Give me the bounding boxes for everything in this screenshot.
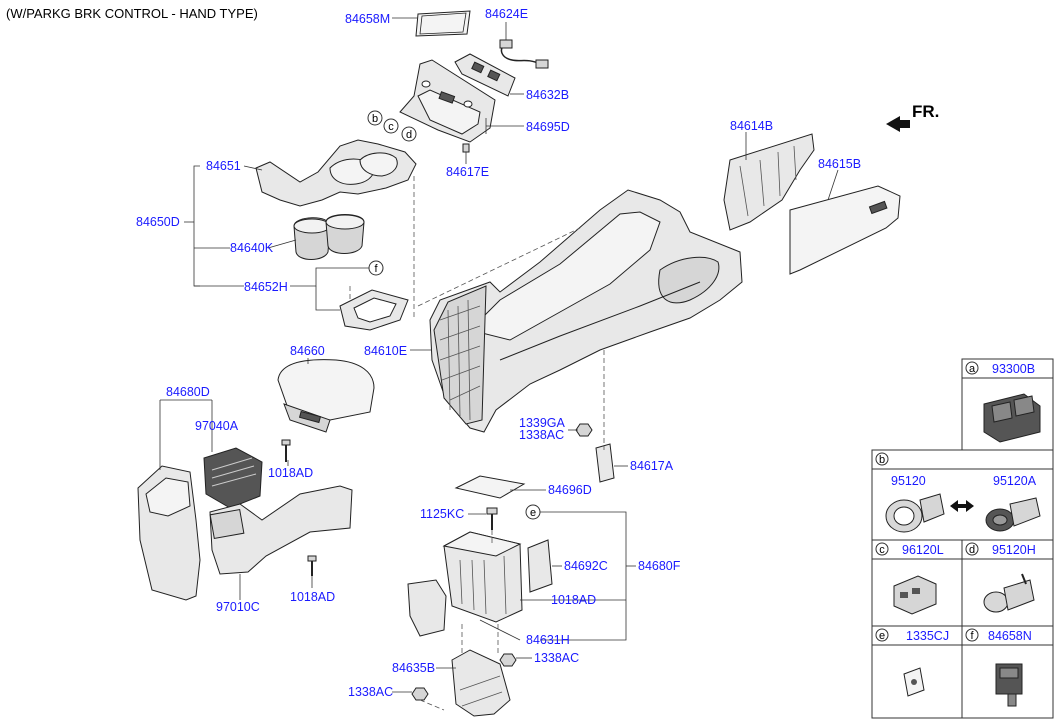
label-84650d: 84650D <box>136 215 180 229</box>
part-84640k-cupholder <box>293 214 365 260</box>
part-84660-armrest <box>277 359 375 433</box>
label-1018ad-a: 1018AD <box>268 466 313 480</box>
socket-icon <box>983 573 1035 613</box>
label-84680d: 84680D <box>166 385 210 399</box>
legend-a-letter: a <box>969 363 976 375</box>
part-84624e-usb-cable <box>499 39 549 69</box>
label-1125kc: 1125KC <box>420 507 464 521</box>
part-84695d-tray <box>399 59 496 143</box>
part-84680d-rear-cover <box>137 465 201 601</box>
legend-panel: a 93300B b 95120 95120A <box>871 358 1054 719</box>
fr-label: FR. <box>912 102 939 121</box>
part-1018ad-screw-a <box>281 439 291 462</box>
part-1125kc-bolt <box>486 507 498 530</box>
label-1338ac-b: 1338AC <box>534 651 579 665</box>
legend-c-letter: c <box>879 544 885 556</box>
part-1338ac-nut-c <box>411 687 429 701</box>
label-84617a: 84617A <box>630 459 674 473</box>
cigar-lighter-icon <box>985 497 1041 532</box>
callout-d: d <box>401 126 417 142</box>
svg-text:c: c <box>388 121 394 133</box>
part-84692c-bracket <box>527 539 553 593</box>
callout-f: f <box>368 260 384 276</box>
clip-nut-icon <box>903 667 925 697</box>
label-84631h: 84631H <box>526 633 570 647</box>
part-84631h-side-plate <box>407 579 447 637</box>
label-84692c: 84692C <box>564 559 608 573</box>
label-84615b: 84615B <box>818 157 861 171</box>
label-84635b: 84635B <box>392 661 435 675</box>
callout-b: b <box>367 110 383 126</box>
aux-jack-icon <box>893 575 937 615</box>
double-arrow-icon <box>950 500 974 512</box>
front-arrow-icon <box>886 116 910 132</box>
label-1338ac-a: 1338AC <box>519 428 564 442</box>
svg-text:b: b <box>372 113 378 125</box>
part-97010c-duct <box>209 485 353 575</box>
part-labels: 84658M 84624E 84632B 84695D 84617E 84651… <box>136 7 861 699</box>
part-1338ac-nut-a <box>575 423 593 437</box>
part-84631h-storage-box <box>442 531 523 623</box>
part-84652h-bezel <box>339 289 409 331</box>
part-84610e-console-body <box>429 189 743 433</box>
label-1338ac-c: 1338AC <box>348 685 393 699</box>
label-84640k: 84640K <box>230 241 274 255</box>
retainer-icon <box>995 663 1023 707</box>
label-84610e: 84610E <box>364 344 407 358</box>
label-84617e: 84617E <box>446 165 489 179</box>
part-84651-trim <box>255 139 417 207</box>
label-1018ad-c: 1018AD <box>551 593 596 607</box>
legend-a-part: 93300B <box>992 362 1035 376</box>
part-84632b-panel <box>454 53 516 97</box>
svg-text:d: d <box>406 129 412 141</box>
label-1339ga: 1339GA <box>519 416 566 430</box>
label-1018ad-b: 1018AD <box>290 590 335 604</box>
legend-e-letter: e <box>879 630 885 642</box>
label-84651: 84651 <box>206 159 241 173</box>
label-84624e: 84624E <box>485 7 528 21</box>
legend-b-letter: b <box>879 454 885 466</box>
legend-f-letter: f <box>970 630 974 642</box>
part-1338ac-nut-b <box>499 653 517 667</box>
label-84658m: 84658M <box>345 12 390 26</box>
part-84635b-bracket <box>451 649 511 717</box>
label-84680f: 84680F <box>638 559 681 573</box>
label-84652h: 84652H <box>244 280 288 294</box>
leader-lines <box>159 17 839 693</box>
legend-c-part: 96120L <box>902 543 944 557</box>
part-1018ad-screw-b <box>307 555 317 576</box>
legend-d-letter: d <box>969 544 975 556</box>
switch-icon <box>983 393 1041 443</box>
legend-b-part-right: 95120A <box>993 474 1037 488</box>
label-84696d: 84696D <box>548 483 592 497</box>
part-84614b-side-bracket <box>723 133 815 231</box>
power-outlet-icon <box>885 493 945 533</box>
page-title: (W/PARKG BRK CONTROL - HAND TYPE) <box>6 6 258 21</box>
legend-b-part-left: 95120 <box>891 474 926 488</box>
label-84695d: 84695D <box>526 120 570 134</box>
label-97010c: 97010C <box>216 600 260 614</box>
callout-e: e <box>525 504 541 520</box>
label-84632b: 84632B <box>526 88 569 102</box>
legend-f-part: 84658N <box>988 629 1032 643</box>
callout-c: c <box>383 118 399 134</box>
svg-text:f: f <box>374 263 378 275</box>
part-84658m-mat <box>415 10 471 37</box>
part-84696d-pad <box>454 475 526 499</box>
label-97040a: 97040A <box>195 419 239 433</box>
part-84617e-clip <box>462 143 470 153</box>
label-84614b: 84614B <box>730 119 773 133</box>
legend-d-part: 95120H <box>992 543 1036 557</box>
label-84660: 84660 <box>290 344 325 358</box>
part-84615b-side-cover <box>789 185 901 275</box>
part-84617a-clip <box>595 443 615 483</box>
legend-e-part: 1335CJ <box>906 629 949 643</box>
part-97040a-vent <box>203 447 263 509</box>
svg-text:e: e <box>530 507 536 519</box>
